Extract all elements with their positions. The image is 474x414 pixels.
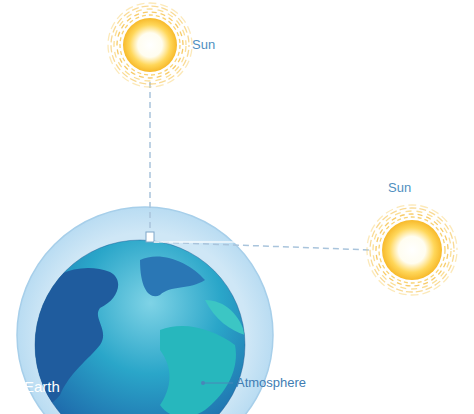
- leader-line: [203, 383, 233, 384]
- sun-ray: [108, 3, 192, 87]
- sun-label: Sun: [192, 37, 215, 53]
- sun-ray: [376, 214, 448, 286]
- earth-label: Earth: [24, 378, 60, 396]
- sunlight-ray: [149, 82, 151, 232]
- leader-dot: [201, 381, 205, 385]
- atmosphere-label: Atmosphere: [236, 375, 306, 391]
- sun-label: Sun: [388, 180, 411, 196]
- sun-ray: [379, 217, 445, 283]
- sun-ray: [370, 208, 454, 292]
- sun-ray: [373, 211, 451, 289]
- sunlight-ray: [153, 242, 372, 250]
- sun-ray: [120, 15, 180, 75]
- sun-ray: [114, 9, 186, 81]
- sun-ray: [367, 205, 457, 295]
- sun-ray: [111, 6, 189, 84]
- sun-overhead: [108, 3, 192, 87]
- atmosphere-ring: [17, 207, 273, 414]
- sun-horizon: [367, 205, 457, 295]
- observer-marker: [146, 232, 154, 242]
- sun-ray: [117, 12, 183, 78]
